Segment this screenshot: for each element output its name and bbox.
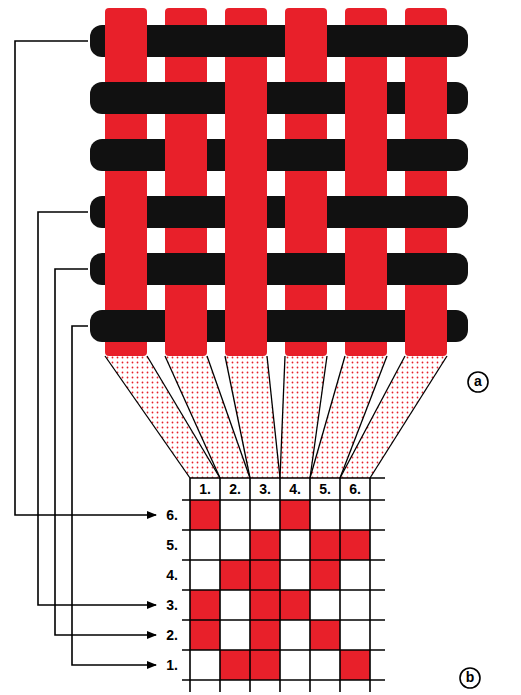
warp-float xyxy=(345,79,387,117)
grid-cell xyxy=(280,590,310,620)
grid-cell xyxy=(220,560,250,590)
drawn-stroke xyxy=(279,478,281,692)
column-number: 6. xyxy=(349,481,361,497)
drawn-stroke xyxy=(225,356,250,478)
grid-cell xyxy=(340,650,370,680)
leader-arrow xyxy=(15,41,156,515)
drawn-stroke xyxy=(182,529,385,531)
drawn-stroke xyxy=(219,478,221,692)
row-number: 6. xyxy=(166,507,178,523)
dotted-projection xyxy=(225,356,280,478)
label-circle xyxy=(460,668,480,688)
row-number: 4. xyxy=(166,567,178,583)
warp-float xyxy=(345,136,387,174)
warp-float xyxy=(225,193,267,231)
drawn-stroke xyxy=(280,356,285,478)
figure-label: a xyxy=(474,373,482,389)
warp-float xyxy=(285,193,327,231)
grid-cell xyxy=(250,530,280,560)
drawn-stroke xyxy=(339,478,341,692)
warp-float xyxy=(165,136,207,174)
drawn-stroke xyxy=(249,478,251,692)
grid-cell xyxy=(220,650,250,680)
drawn-stroke xyxy=(309,478,311,692)
drawn-stroke xyxy=(267,356,280,478)
warp-float xyxy=(225,307,267,345)
grid-cell xyxy=(310,530,340,560)
grid-cell xyxy=(340,530,370,560)
warp-float xyxy=(105,193,147,231)
column-number: 2. xyxy=(229,481,241,497)
warp-float xyxy=(225,79,267,117)
leader-arrow xyxy=(55,269,156,635)
drawn-stroke xyxy=(182,619,385,621)
drawn-stroke xyxy=(182,559,385,561)
grid-cell xyxy=(190,500,220,530)
weave-grid xyxy=(182,478,385,692)
label-circle xyxy=(468,372,488,392)
grid-cell xyxy=(280,500,310,530)
drawn-stroke xyxy=(182,649,385,651)
grid-cell xyxy=(250,560,280,590)
weft-thread xyxy=(90,139,468,171)
column-number: 1. xyxy=(199,481,211,497)
warp-thread xyxy=(345,8,387,356)
figure-label: b xyxy=(466,669,475,685)
warp-float xyxy=(105,250,147,288)
row-number: 3. xyxy=(166,597,178,613)
column-number: 5. xyxy=(319,481,331,497)
grid-cell xyxy=(190,590,220,620)
fabric-weave xyxy=(90,8,468,356)
dotted-projection xyxy=(340,356,447,478)
row-number: 2. xyxy=(166,627,178,643)
grid-cell xyxy=(250,620,280,650)
warp-thread xyxy=(105,8,147,356)
warp-float xyxy=(345,250,387,288)
warp-thread xyxy=(165,8,207,356)
grid-cell xyxy=(310,620,340,650)
column-number: 3. xyxy=(259,481,271,497)
warp-float xyxy=(225,250,267,288)
drawn-stroke xyxy=(182,499,385,501)
warp-float xyxy=(405,79,447,117)
grid-cell xyxy=(190,620,220,650)
drawn-stroke xyxy=(370,356,447,478)
warp-float xyxy=(225,136,267,174)
row-number: 5. xyxy=(166,537,178,553)
drawn-stroke xyxy=(165,356,220,478)
grid-cell xyxy=(310,560,340,590)
warp-float xyxy=(405,307,447,345)
leader-arrow xyxy=(72,326,156,665)
leader-lines xyxy=(15,41,156,665)
drawn-stroke xyxy=(340,356,405,478)
drawn-stroke xyxy=(182,679,385,681)
drawn-stroke xyxy=(182,589,385,591)
row-number: 1. xyxy=(166,657,178,673)
projection-fan xyxy=(105,356,447,478)
warp-float xyxy=(165,307,207,345)
drawn-stroke xyxy=(369,478,371,692)
warp-thread xyxy=(285,8,327,356)
warp-float xyxy=(105,22,147,60)
column-number: 4. xyxy=(289,481,301,497)
warp-thread xyxy=(225,8,267,356)
warp-thread xyxy=(405,8,447,356)
grid-cell xyxy=(250,590,280,620)
drawn-stroke xyxy=(189,478,191,692)
warp-float xyxy=(285,22,327,60)
grid-cell xyxy=(250,650,280,680)
drawn-stroke xyxy=(190,477,385,479)
drawn-stroke xyxy=(310,356,345,478)
